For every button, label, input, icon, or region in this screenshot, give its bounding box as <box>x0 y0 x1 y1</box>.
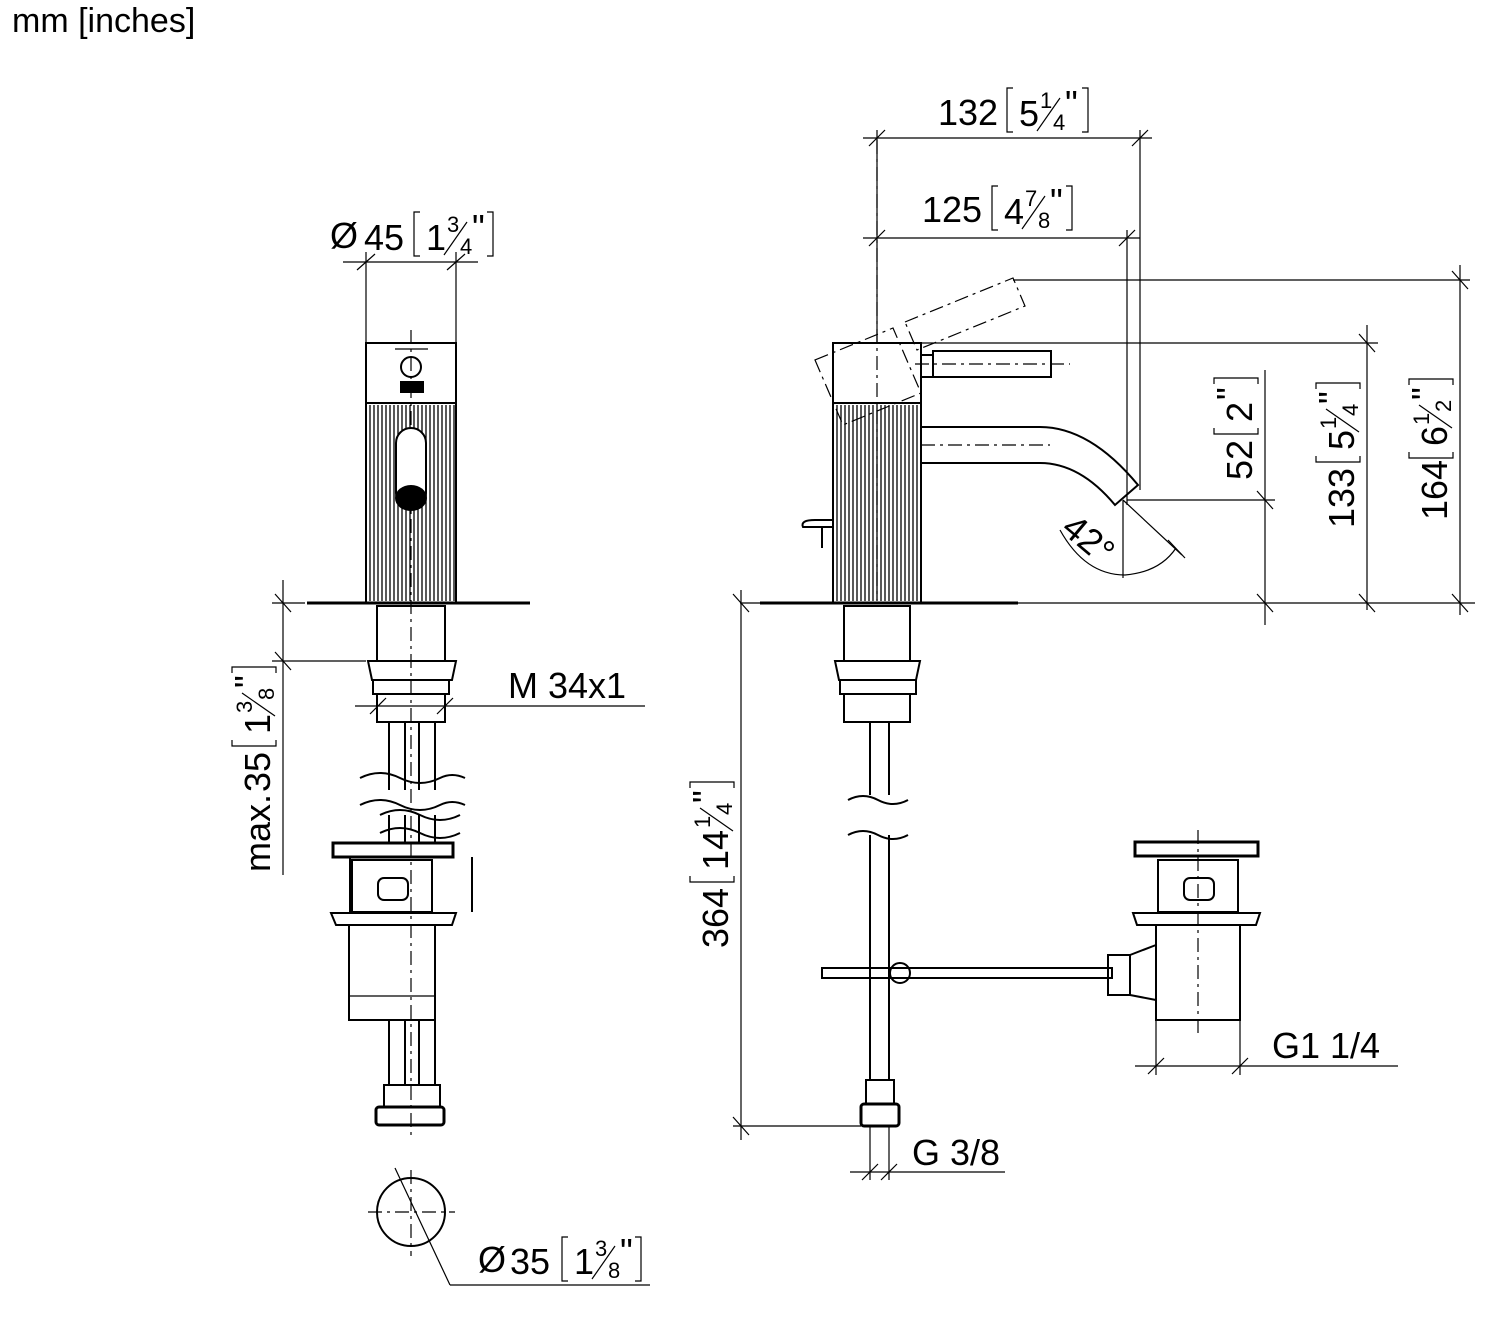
dim-reach-spout-inch-mark: " <box>1050 181 1063 222</box>
dim-hose-length: 364 14 1 4 " <box>685 590 861 1140</box>
dim-reach-spout-in-den: 8 <box>1038 208 1050 233</box>
dim-dia-body-mm: 45 <box>364 217 404 258</box>
front-break-1 <box>359 772 466 784</box>
dim-hose-length-in-whole: 14 <box>695 830 736 870</box>
dim-reach-total-in-num: 1 <box>1040 88 1052 113</box>
dim-hose-length-inch-mark: " <box>685 790 726 803</box>
dim-dia-hole: Ø 35 1 3 8 " <box>368 1167 650 1286</box>
front-drain-slot <box>377 877 409 901</box>
side-sleeve <box>843 693 911 723</box>
dim-body-height-in-den: 4 <box>1338 404 1363 416</box>
dim-dia-body-in-den: 4 <box>460 234 472 259</box>
side-hose-ferrule <box>865 1079 895 1105</box>
dim-max-height-prefix: max. <box>237 794 278 872</box>
dim-max-height-inch-mark: " <box>227 675 268 688</box>
dim-dia-hole-in-whole: 1 <box>574 1241 594 1282</box>
front-hose-ferrule <box>383 1084 441 1108</box>
dim-dia-body-symbol: Ø <box>330 215 358 256</box>
dim-lever-height: 164 6 1 2 " <box>1404 265 1469 615</box>
front-drain-pot <box>348 924 436 1021</box>
front-drain-ring <box>329 912 458 926</box>
dim-lever-height-in-whole: 6 <box>1414 426 1455 446</box>
dim-lever-height-inch-mark: " <box>1404 387 1445 400</box>
side-drain-slot <box>1183 877 1215 901</box>
dim-dia-hole-mm: 35 <box>510 1241 550 1282</box>
dim-reach-spout-in-num: 7 <box>1025 186 1037 211</box>
dim-hose-length-in-num: 1 <box>690 816 715 828</box>
side-popup-rod <box>821 967 1113 979</box>
side-drain-flange <box>1133 840 1260 858</box>
dim-hose-length-mm: 364 <box>695 888 736 948</box>
dim-reach-total: 132 5 1 4 " <box>863 83 1152 490</box>
dim-body-height-mm: 133 <box>1321 468 1362 528</box>
front-spout-outlet <box>395 485 427 511</box>
dim-max-height-in-num: 3 <box>232 701 257 713</box>
dim-reach-total-in-den: 4 <box>1053 110 1065 135</box>
dim-dia-body: Ø 45 1 3 4 " <box>330 207 494 343</box>
side-nut-ring <box>839 679 917 695</box>
dim-drain-thread-label: G1 1/4 <box>1272 1025 1380 1066</box>
side-view: 132 5 1 4 " 125 4 7 8 " <box>685 83 1475 1181</box>
dim-reach-total-inch-mark: " <box>1065 83 1078 124</box>
dim-reach-spout-in-whole: 4 <box>1004 191 1024 232</box>
dim-spout-height-in-whole: 2 <box>1219 402 1260 422</box>
side-popup-knob <box>801 519 833 528</box>
side-shank <box>843 605 911 662</box>
dim-dia-body-inch-mark: " <box>472 207 485 248</box>
dim-thread-label: M 34x1 <box>508 665 626 706</box>
dim-spout-height: 52 2 " <box>1209 370 1274 625</box>
dim-supply-thread-label: G 3/8 <box>912 1132 1000 1173</box>
front-drain-body <box>351 859 433 913</box>
dim-reach-total-mm: 132 <box>938 92 998 133</box>
dim-lever-height-in-num: 1 <box>1409 413 1434 425</box>
dim-body-height-inch-mark: " <box>1311 391 1352 404</box>
side-nut <box>833 660 922 681</box>
dim-body-height-in-num: 1 <box>1316 417 1341 429</box>
side-drain-ring <box>1131 912 1262 926</box>
dim-max-height-in-whole: 1 <box>237 714 278 734</box>
front-hose-nut <box>374 1105 446 1127</box>
side-lever-hub <box>920 354 934 378</box>
dim-max-height-mm: 35 <box>237 752 278 792</box>
front-view: Ø 45 1 3 4 " max. 35 1 3 8 <box>227 207 650 1286</box>
side-hose-nut <box>859 1102 901 1128</box>
dim-hose-length-in-den: 4 <box>712 803 737 815</box>
dim-dia-hole-symbol: Ø <box>478 1239 506 1280</box>
units-note: mm [inches] <box>12 2 196 40</box>
dim-dia-hole-in-num: 3 <box>595 1236 607 1261</box>
dim-max-height: max. 35 1 3 8 " <box>227 580 366 875</box>
dim-lever-height-mm: 164 <box>1414 460 1455 520</box>
dim-spout-angle: 42° <box>1055 499 1186 578</box>
dim-supply-thread: G 3/8 <box>850 1126 1005 1181</box>
front-indicator <box>400 381 424 393</box>
side-rod-clip <box>889 962 911 984</box>
dim-body-height: 133 5 1 4 " <box>1311 325 1376 613</box>
dim-reach-total-in-whole: 5 <box>1019 93 1039 134</box>
side-flutes <box>836 405 918 601</box>
dim-max-height-in-den: 8 <box>254 688 279 700</box>
dim-dia-hole-in-den: 8 <box>608 1258 620 1283</box>
side-rod-nut <box>1107 954 1131 996</box>
dim-dia-body-in-num: 3 <box>447 212 459 237</box>
dim-spout-angle-label: 42° <box>1055 506 1123 572</box>
dim-dia-body-in-whole: 1 <box>426 217 446 258</box>
front-drain-flange <box>331 841 455 859</box>
dim-reach-spout: 125 4 7 8 " <box>863 181 1140 505</box>
dim-drain-thread: G1 1/4 <box>1135 1020 1398 1075</box>
side-spout <box>921 426 1140 507</box>
dim-spout-height-mm: 52 <box>1219 440 1260 480</box>
dim-reach-spout-mm: 125 <box>922 189 982 230</box>
dim-dia-hole-inch-mark: " <box>620 1231 633 1272</box>
dim-thread: M 34x1 <box>355 665 645 722</box>
dim-lever-height-in-den: 2 <box>1431 400 1456 412</box>
dim-body-height-in-whole: 5 <box>1321 430 1362 450</box>
front-nut <box>366 660 458 681</box>
side-lever-raised <box>904 277 1026 351</box>
dim-spout-height-inch-mark: " <box>1209 387 1250 400</box>
